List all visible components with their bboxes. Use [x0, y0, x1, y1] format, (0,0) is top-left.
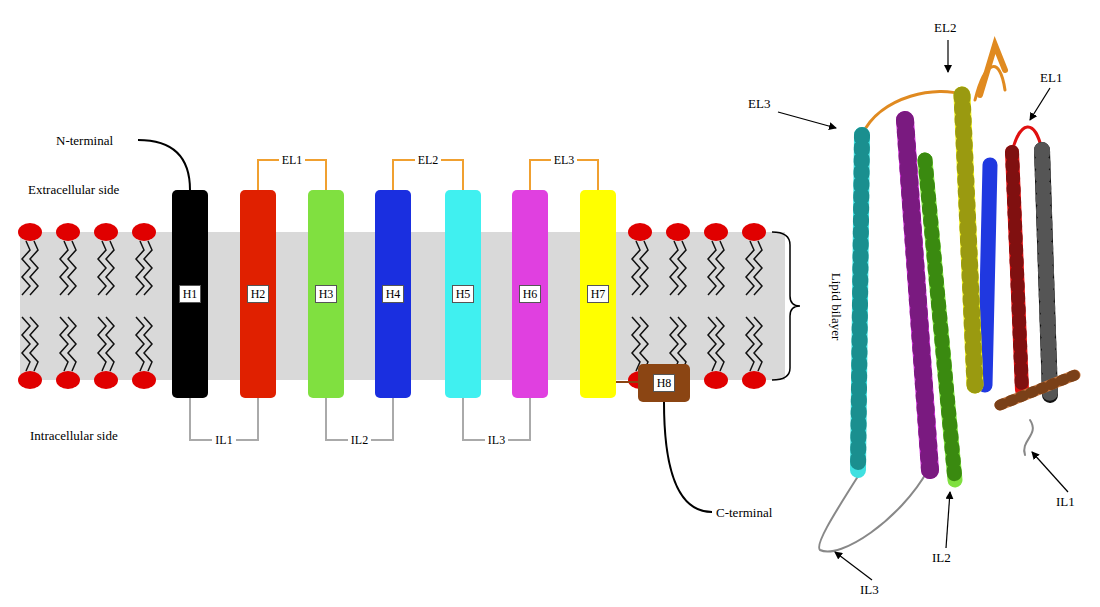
lipid-tail [754, 241, 762, 295]
lipid-tail [640, 317, 648, 371]
transmembrane-helix: H2 [240, 190, 276, 398]
lipid-tail [746, 241, 754, 295]
region-label: N-terminal [56, 133, 113, 148]
helix-label: H5 [452, 285, 475, 303]
lipid-tail [60, 241, 68, 295]
lipid-tail [670, 241, 678, 295]
loop-label: IL2 [348, 433, 371, 447]
lipid-tail [670, 317, 678, 371]
lipid-tail [678, 317, 686, 371]
lipid-head [94, 371, 118, 389]
loop-label: IL1 [212, 433, 235, 447]
lipid-tail [136, 241, 144, 295]
bracket [772, 232, 800, 380]
lipid-tail [678, 241, 686, 295]
lipid-tail [68, 317, 76, 371]
region-label: C-terminal [716, 505, 772, 520]
region-label: Extracellular side [28, 182, 119, 197]
lipid-head [628, 223, 652, 241]
transmembrane-helix: H4 [375, 190, 411, 398]
helix-label: H1 [179, 285, 202, 303]
loop-label: EL2 [934, 20, 956, 35]
lipid-tail [746, 317, 754, 371]
helix-label: H3 [315, 285, 338, 303]
helix-label: H4 [382, 285, 405, 303]
helix-label: H2 [247, 285, 270, 303]
loop-label: IL2 [932, 550, 951, 565]
lipid-tail [708, 317, 716, 371]
lipid-tail [22, 317, 30, 371]
helix-label: H7 [587, 285, 610, 303]
loop-connector [616, 381, 638, 383]
lipid-head [742, 371, 766, 389]
lipid-tail [632, 241, 640, 295]
n-terminal-line [138, 140, 190, 190]
leader-lines [778, 40, 1068, 580]
lipid-head [18, 223, 42, 241]
lipid-head [742, 223, 766, 241]
region-label: Intracellular side [30, 428, 118, 443]
lipid-tail [708, 241, 716, 295]
lipid-head [56, 371, 80, 389]
c-terminal-line [664, 402, 712, 512]
lipid-tail [30, 241, 38, 295]
lipid-tail [30, 317, 38, 371]
transmembrane-helix: H6 [512, 190, 548, 398]
loop-label: EL3 [551, 153, 578, 167]
lipid-head [56, 223, 80, 241]
lipid-head [704, 371, 728, 389]
lipid-tail [754, 317, 762, 371]
amphipathic-helix: H8 [638, 364, 690, 402]
lipid-tail [632, 317, 640, 371]
lipid-tail [640, 241, 648, 295]
transmembrane-helix: H1 [172, 190, 208, 398]
helix-label: H6 [519, 285, 542, 303]
lipid-tail [144, 317, 152, 371]
lipid-tail [144, 241, 152, 295]
loop-label: IL1 [1056, 494, 1075, 509]
lipid-tail [716, 241, 724, 295]
lipid-head [94, 223, 118, 241]
transmembrane-helix: H3 [308, 190, 344, 398]
lipid-tail [68, 241, 76, 295]
region-label: Lipid bilayer [829, 272, 844, 340]
protein-structure [819, 45, 1075, 552]
lipid-tail [716, 317, 724, 371]
lipid-tail [106, 241, 114, 295]
lipid-head [132, 223, 156, 241]
transmembrane-helix: H5 [445, 190, 481, 398]
transmembrane-helix: H7 [580, 190, 616, 398]
lipid-tail [22, 241, 30, 295]
lipid-tail [60, 317, 68, 371]
lipid-head [704, 223, 728, 241]
lipid-tail [98, 317, 106, 371]
loop-label: IL3 [485, 433, 508, 447]
loop-label: EL1 [1040, 70, 1062, 85]
lipid-head [132, 371, 156, 389]
lipid-tail [136, 317, 144, 371]
lipid-head [666, 223, 690, 241]
loop-label: IL3 [860, 582, 879, 597]
lipid-tail [98, 241, 106, 295]
loop-label: EL2 [415, 153, 442, 167]
lipid-head [18, 371, 42, 389]
loop-label: EL3 [748, 96, 770, 111]
helix-label: H8 [653, 374, 676, 392]
loop-label: EL1 [279, 153, 306, 167]
lipid-tail [106, 317, 114, 371]
